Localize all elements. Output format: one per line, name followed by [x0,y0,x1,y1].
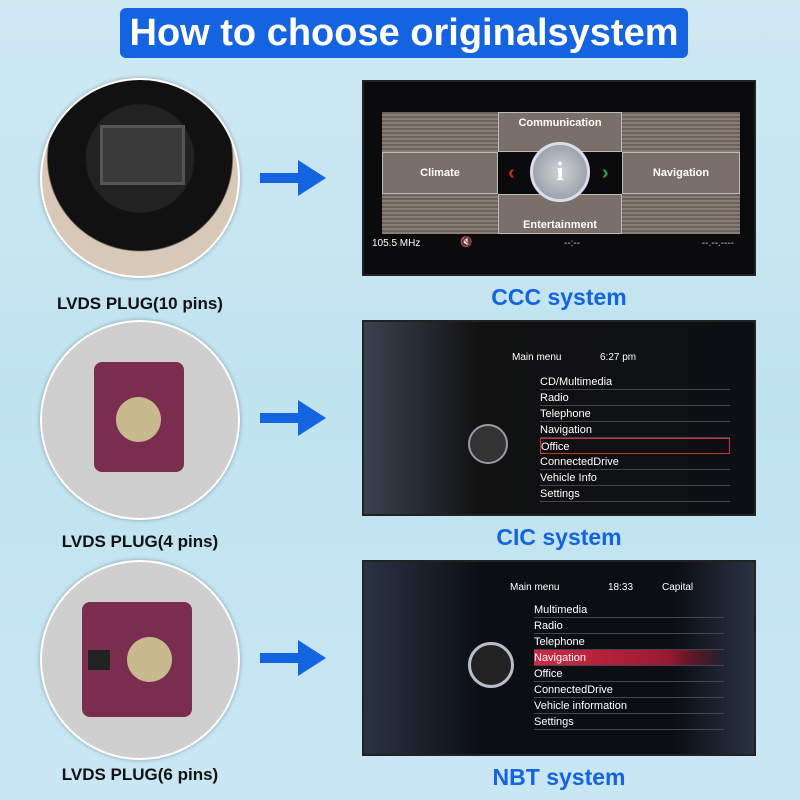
menu-item[interactable]: Radio [540,390,730,406]
menu-item[interactable]: Vehicle information [534,698,724,714]
chevron-left-icon: ‹ [508,162,515,184]
menu-item[interactable]: Radio [534,618,724,634]
system-label: CCC system [491,284,627,310]
arrow-right-icon [260,640,326,676]
mute-icon: 🔇 [460,237,473,248]
menu-item[interactable]: Vehicle Info [540,470,730,486]
ccc-navigation: Navigation [622,152,740,194]
nbt-station: Capital [662,582,694,593]
cic-time: 6:27 pm [600,352,637,363]
plug-label: LVDS PLUG(10 pins) [57,294,223,313]
connector-icon [100,125,185,185]
menu-item-selected[interactable]: Navigation [534,650,724,666]
nbt-header: Main menu [510,582,560,593]
menu-item[interactable]: Settings [540,486,730,502]
plug-label: LVDS PLUG(4 pins) [61,532,219,551]
ccc-screen: Communication Climate Navigation Enterta… [362,80,756,276]
chevron-right-icon: › [602,162,609,184]
page-title: How to choose originalsystem [120,8,688,58]
menu-item[interactable]: Telephone [534,634,724,650]
plug-6-pin-image [40,560,240,760]
clock: --:-- [564,238,581,249]
menu-item[interactable]: Multimedia [534,602,724,618]
nbt-time: 18:33 [608,582,634,593]
cic-header: Main menu [512,352,562,363]
menu-item[interactable]: ConnectedDrive [540,454,730,470]
menu-item[interactable]: Navigation [540,422,730,438]
arrow-right-icon [260,400,326,436]
system-label: NBT system [492,764,626,790]
arrow-right-icon [260,160,326,196]
connector-icon [94,362,184,472]
info-icon: i [530,142,590,202]
nbt-screen: Main menu 18:33 Capital Multimedia Radio… [362,560,756,756]
controller-icon [468,424,508,464]
plug-10-pin-image [40,78,240,278]
date: --.--.---- [701,238,734,249]
menu-item[interactable]: Settings [534,714,724,730]
menu-item-selected[interactable]: Office [540,438,730,454]
ccc-entertainment: Entertainment [498,194,622,234]
menu-item[interactable]: ConnectedDrive [534,682,724,698]
menu-item[interactable]: Office [534,666,724,682]
controller-icon [468,642,514,688]
plug-label: LVDS PLUG(6 pins) [61,765,219,784]
plug-4-pin-image [40,320,240,520]
menu-item[interactable]: Telephone [540,406,730,422]
connector-icon [82,602,192,717]
frequency: 105.5 MHz [372,238,421,249]
cic-screen: Main menu 6:27 pm CD/Multimedia Radio Te… [362,320,756,516]
system-label: CIC system [496,524,622,550]
menu-item[interactable]: CD/Multimedia [540,374,730,390]
ccc-climate: Climate [382,152,498,194]
